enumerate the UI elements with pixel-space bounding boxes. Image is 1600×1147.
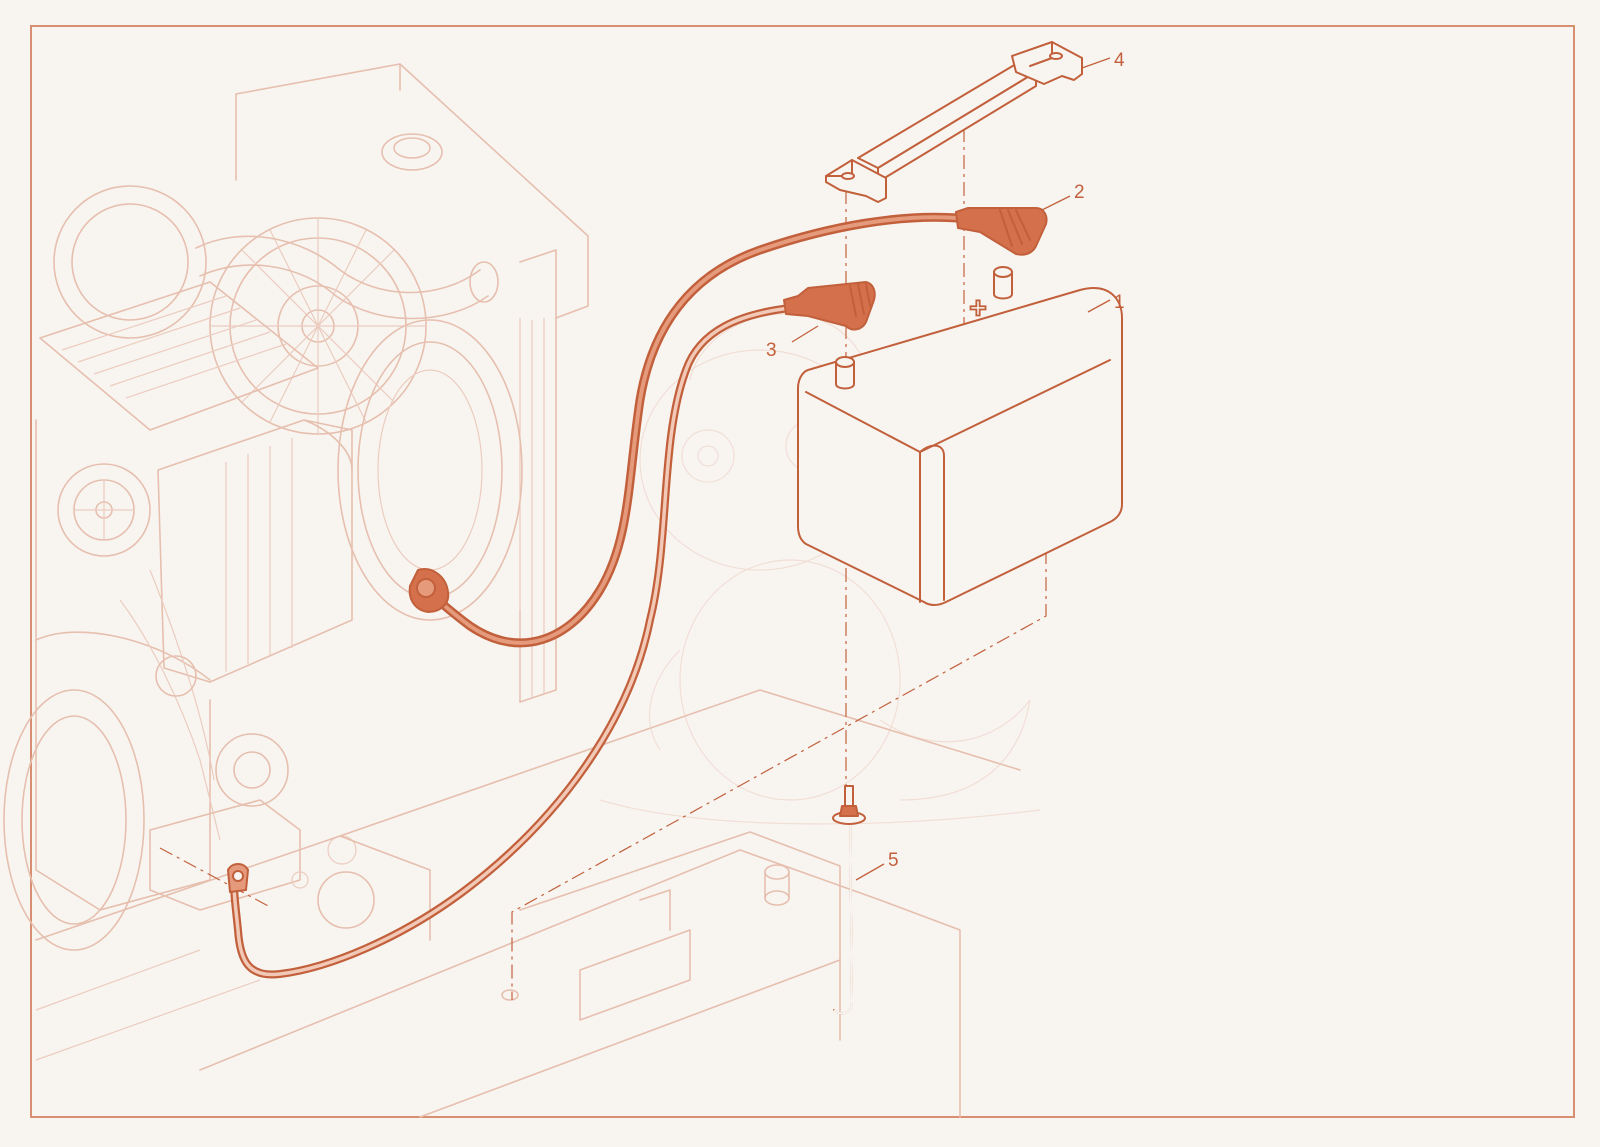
- callout-4: 4: [1081, 50, 1125, 71]
- negative-cable: [227, 281, 876, 979]
- callout-2-label: 2: [1074, 182, 1085, 203]
- callout-1: 1: [1087, 292, 1125, 313]
- callout-4-label: 4: [1114, 50, 1125, 71]
- battery-positive-post: [993, 266, 1013, 300]
- callout-1-label: 1: [1114, 292, 1125, 313]
- callout-2-leader: [1041, 195, 1071, 211]
- battery-negative-post: [835, 356, 855, 390]
- mounting-corner-line: [511, 550, 1047, 1000]
- callout-5: 5: [855, 850, 899, 881]
- frame-border: [30, 25, 1575, 1118]
- callout-3-leader: [791, 325, 819, 343]
- callout-5-label: 5: [888, 850, 899, 871]
- negative-cable-terminal: [783, 281, 876, 331]
- ground-lug-axis-line: [159, 847, 273, 909]
- battery: +: [797, 266, 1123, 606]
- callout-5-leader: [855, 863, 885, 881]
- positive-terminal-marking: +: [969, 292, 987, 325]
- callout-1-leader: [1087, 299, 1111, 313]
- positive-cable: [408, 207, 1048, 648]
- j-bolt: [832, 785, 866, 1015]
- callout-4-leader: [1081, 57, 1111, 69]
- starter-cable-lug: [408, 568, 450, 613]
- callout-3-label: 3: [766, 340, 777, 361]
- hold-down-bracket: [825, 41, 1083, 203]
- positive-cable-terminal: [955, 207, 1048, 256]
- ground-cable-lug: [227, 863, 249, 893]
- callout-3: 3: [766, 325, 819, 361]
- callout-2: 2: [1041, 182, 1085, 211]
- engine-background-illustration: [3, 63, 1021, 1118]
- j-bolt-nut: [839, 805, 859, 817]
